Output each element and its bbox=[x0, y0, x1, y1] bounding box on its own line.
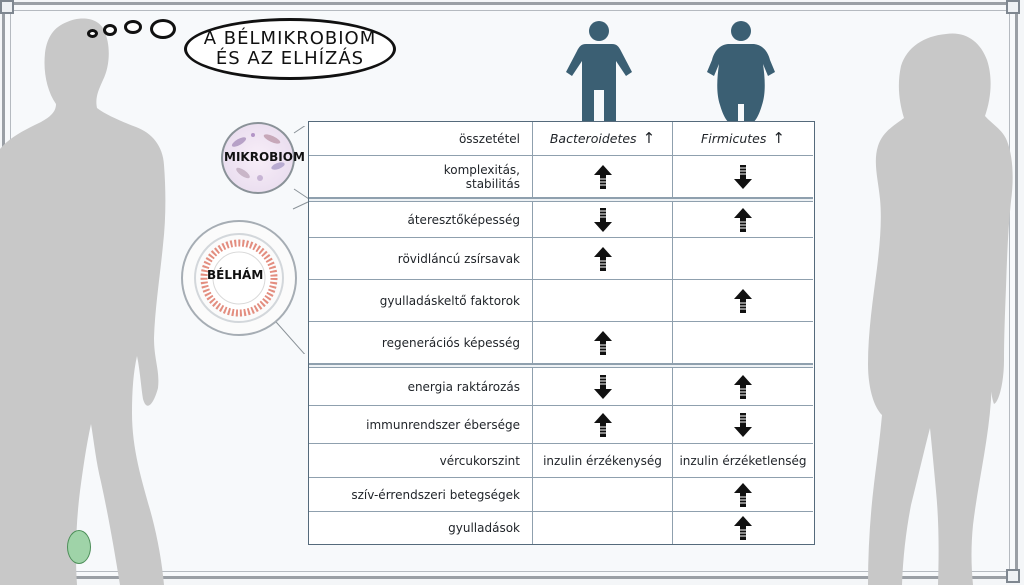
table-row: áteresztőképesség bbox=[309, 202, 813, 238]
table-row: immunrendszer ébersége bbox=[309, 406, 813, 444]
up-arrow-icon bbox=[593, 412, 612, 437]
table-row: vércukorszint inzulin érzékenység inzuli… bbox=[309, 444, 813, 478]
corner-ornament-top-right-icon bbox=[1006, 0, 1020, 14]
thought-bubble-medium-icon bbox=[103, 24, 117, 36]
lean-value-text: inzulin érzékenység bbox=[543, 453, 662, 468]
bacteria-icon bbox=[231, 133, 285, 181]
table-row: gyulladások bbox=[309, 512, 813, 544]
up-arrow-icon bbox=[734, 207, 752, 232]
obese-column-header: Firmicutes ↑ bbox=[701, 129, 785, 147]
row-label: gyulladáskeltő faktorok bbox=[379, 293, 520, 308]
row-label: szív-érrendszeri betegségek bbox=[351, 487, 520, 502]
row-label: energia raktározás bbox=[407, 379, 520, 394]
epithelium-circle bbox=[181, 220, 297, 336]
microbiome-circle bbox=[221, 122, 295, 194]
thought-bubble-medium-icon bbox=[124, 20, 142, 34]
table-row: rövidláncú zsírsavak bbox=[309, 238, 813, 280]
up-arrow-icon bbox=[593, 164, 612, 189]
bacteroidetes-label: Bacteroidetes bbox=[549, 131, 637, 146]
thin-up-arrow-icon: ↑ bbox=[642, 129, 656, 147]
firmicutes-label: Firmicutes bbox=[701, 131, 767, 146]
thought-bubble-large-icon bbox=[150, 19, 176, 39]
thought-bubble-small-icon bbox=[87, 29, 98, 38]
intestine-cross-section-icon bbox=[194, 233, 284, 323]
row-label: rövidláncú zsírsavak bbox=[397, 251, 520, 266]
table-row: regenerációs képesség bbox=[309, 322, 813, 364]
table-row: komplexitás, stabilitás bbox=[309, 156, 813, 198]
table-row: gyulladáskeltő faktorok bbox=[309, 280, 813, 322]
row-label: komplexitás, stabilitás bbox=[443, 162, 520, 191]
down-arrow-icon bbox=[734, 164, 752, 189]
male-silhouette bbox=[0, 18, 166, 585]
microbiome-label: MIKROBIOM bbox=[224, 150, 305, 164]
up-arrow-icon bbox=[734, 374, 752, 399]
frog-badge-icon bbox=[67, 530, 91, 564]
lean-person-icon bbox=[566, 21, 632, 124]
down-arrow-icon bbox=[734, 412, 752, 437]
epithelium-label: BÉLHÁM bbox=[207, 268, 264, 282]
corner-ornament-bottom-right-icon bbox=[1006, 569, 1020, 583]
table-header-row: összetétel Bacteroidetes ↑ Firmicutes ↑ bbox=[309, 122, 813, 156]
connector-lines bbox=[268, 126, 310, 354]
up-arrow-icon bbox=[593, 246, 612, 271]
thin-up-arrow-icon: ↑ bbox=[772, 129, 785, 147]
up-arrow-icon bbox=[734, 288, 752, 313]
obese-person-icon bbox=[707, 21, 775, 124]
section-divider bbox=[309, 364, 813, 368]
corner-ornament-top-left-icon bbox=[0, 0, 14, 14]
table-row: szív-érrendszeri betegségek bbox=[309, 478, 813, 512]
composition-label: összetétel bbox=[458, 131, 520, 146]
female-silhouette bbox=[868, 33, 1013, 585]
section-divider bbox=[309, 198, 813, 202]
down-arrow-icon bbox=[593, 374, 612, 399]
row-label: áteresztőképesség bbox=[407, 212, 521, 227]
lean-column-header: Bacteroidetes ↑ bbox=[549, 129, 656, 147]
table-row: energia raktározás bbox=[309, 368, 813, 406]
up-arrow-icon bbox=[734, 516, 752, 540]
row-label: immunrendszer ébersége bbox=[366, 417, 520, 432]
title-bubble: A BÉLMIKROBIOM ÉS AZ ELHÍZÁS bbox=[184, 18, 396, 80]
comparison-table: összetétel Bacteroidetes ↑ Firmicutes ↑ ko… bbox=[308, 121, 815, 545]
obese-value-text: inzulin érzéketlenség bbox=[679, 453, 807, 468]
up-arrow-icon bbox=[734, 482, 752, 507]
page-title: A BÉLMIKROBIOM ÉS AZ ELHÍZÁS bbox=[203, 28, 377, 69]
row-label: gyulladások bbox=[448, 521, 520, 535]
up-arrow-icon bbox=[593, 330, 612, 355]
row-label: vércukorszint bbox=[439, 453, 520, 468]
row-label: regenerációs képesség bbox=[381, 335, 520, 350]
down-arrow-icon bbox=[593, 207, 612, 232]
